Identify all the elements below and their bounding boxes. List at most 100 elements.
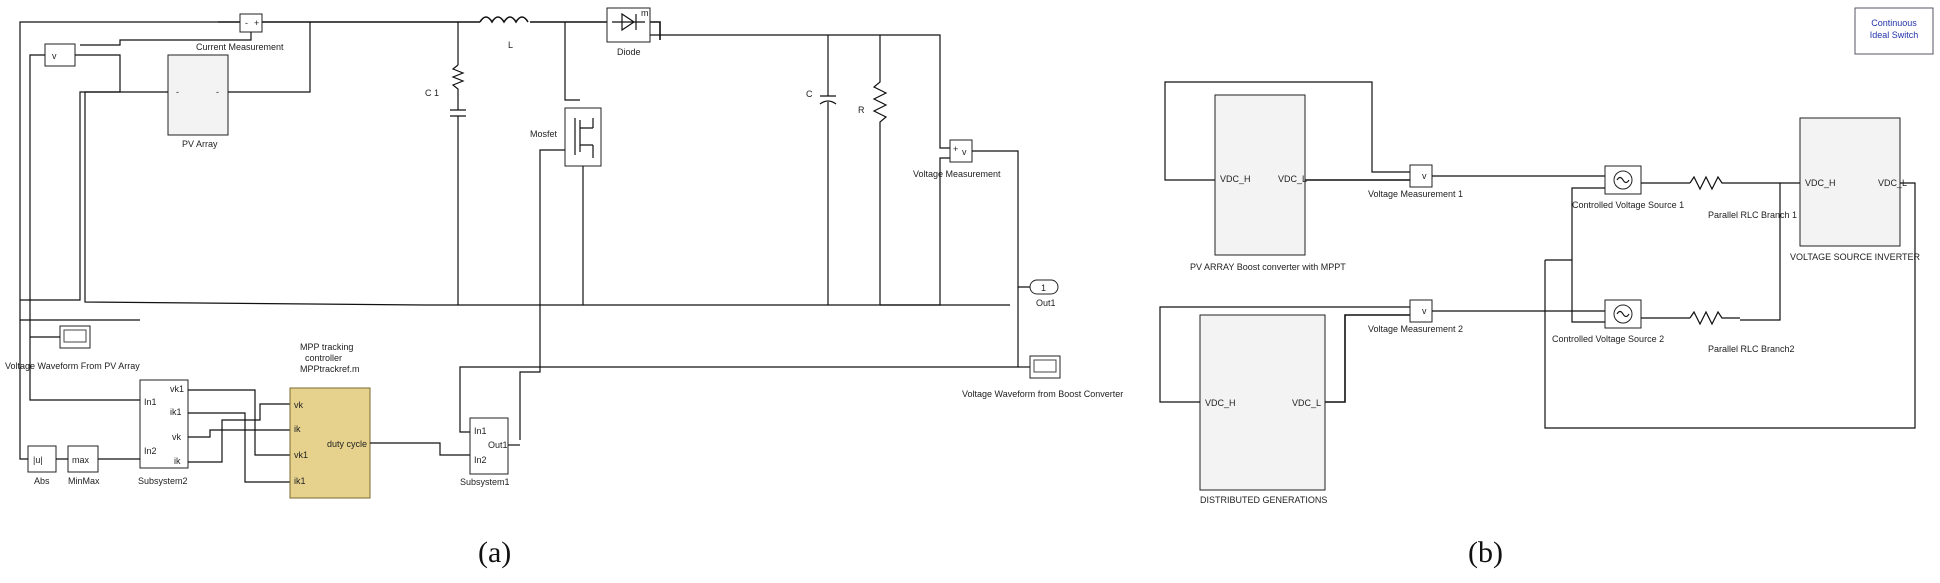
subsystem1-block[interactable]: In1 In2 Out1 [469, 417, 509, 475]
mosfet-block[interactable] [564, 107, 602, 167]
mosfet-label: Mosfet [530, 129, 558, 139]
voltage-measurement-block[interactable]: + v [949, 139, 973, 163]
minmax-label: MinMax [68, 476, 100, 486]
continuous-line2: Ideal Switch [1870, 30, 1919, 40]
rlc-branch-2[interactable] [1689, 310, 1740, 326]
abs-glyph: |u| [33, 455, 43, 465]
mpp-out-wire [370, 442, 470, 456]
inductor-label: L [508, 40, 513, 50]
mpp-controller-block[interactable]: vk ik vk1 ik1 duty cycle [289, 387, 371, 499]
diode-label: Diode [617, 47, 641, 57]
distributed-generations-block[interactable]: VDC_H VDC_L [1199, 314, 1326, 491]
ss1-in2: In2 [474, 455, 487, 465]
ss1-out: Out1 [488, 440, 508, 450]
vm2-v: v [1422, 306, 1427, 316]
vm1-v: v [1422, 171, 1427, 181]
abs-block[interactable]: |u| [27, 445, 57, 473]
vm-plus: + [953, 144, 958, 154]
rlc-branch-1[interactable] [1689, 175, 1740, 191]
cvs2-label: Controlled Voltage Source 2 [1552, 334, 1664, 344]
vm1-label: Voltage Measurement 1 [1368, 189, 1463, 199]
rlc2-label: Parallel RLC Branch2 [1708, 344, 1795, 354]
resistor-symbol[interactable] [872, 35, 888, 305]
minmax-glyph: max [72, 455, 90, 465]
ss2-in2: In2 [144, 446, 157, 456]
ss2-out-vk: vk [172, 432, 182, 442]
pv-minus: - [176, 87, 179, 97]
subsystem1-label: Subsystem1 [460, 477, 510, 487]
pv-array-label: PV Array [182, 139, 218, 149]
capacitor-label: C [806, 89, 813, 99]
top-rail-wire [218, 21, 661, 40]
dg-label: DISTRIBUTED GENERATIONS [1200, 495, 1327, 505]
inductor-symbol[interactable] [479, 16, 529, 24]
controlled-voltage-source-1[interactable] [1604, 165, 1642, 195]
vm2-label: Voltage Measurement 2 [1368, 324, 1463, 334]
cm-plus: + [254, 18, 259, 28]
abs-wires [19, 320, 140, 460]
ss2-out-vk1: vk1 [170, 384, 184, 394]
dg-loop-wire [1159, 306, 1410, 403]
scope-boost-block[interactable] [1029, 355, 1061, 379]
mpp-title: MPP tracking [300, 342, 353, 352]
pv-port-l: VDC_L [1278, 174, 1307, 184]
capacitor-symbol[interactable] [819, 35, 837, 305]
out1-port[interactable]: 1 [1029, 279, 1059, 295]
dg-port-h: VDC_H [1205, 398, 1236, 408]
voltage-measurement-2-block[interactable]: v [1409, 299, 1433, 323]
mpp-in-ik: ik [294, 424, 301, 434]
caption-b: (b) [1468, 536, 1503, 569]
pv-array-block[interactable]: - - [167, 54, 229, 136]
vm-v: v [962, 147, 967, 157]
mosfet-gate-wire [519, 149, 565, 440]
out1-label: Out1 [1036, 298, 1056, 308]
scope-pv-block[interactable] [59, 325, 91, 349]
mpp-in-vk1: vk1 [294, 450, 308, 460]
vsi-port-l: VDC_L [1878, 178, 1907, 188]
cvs1-lower-wire [1545, 187, 1605, 261]
voltage-source-inverter-block[interactable]: VDC_H VDC_L [1799, 117, 1907, 247]
vsi-left-wire [1740, 183, 1781, 321]
vsi-label: VOLTAGE SOURCE INVERTER [1790, 252, 1921, 262]
pv-boost-label: PV ARRAY Boost converter with MPPT [1190, 262, 1346, 272]
scope-boost-label: Voltage Waveform from Boost Converter [962, 389, 1123, 399]
pv-left-wire [84, 91, 1010, 306]
capacitor-1-symbol[interactable] [450, 22, 466, 305]
diode-block[interactable]: m [606, 7, 651, 43]
pv-meas-out-wire [29, 54, 140, 401]
controlled-voltage-source-2[interactable] [1604, 299, 1642, 329]
pvm-v-label: v [52, 51, 57, 61]
voltage-measurement-1-block[interactable]: v [1409, 164, 1433, 188]
panel-a: - + Current Measurement v - - PV Array L [5, 7, 1123, 499]
pv-right-wire [228, 22, 311, 93]
vm-return-wire [880, 157, 950, 306]
mpp-in-vk: vk [294, 400, 304, 410]
current-measurement-block[interactable]: - + [239, 13, 263, 33]
cvs1-label: Controlled Voltage Source 1 [1572, 200, 1684, 210]
ss2-out-ik: ik [174, 456, 181, 466]
vsi-port-h: VDC_H [1805, 178, 1836, 188]
cvs2-lower-wire [1571, 260, 1605, 323]
vm-scope-wire [459, 287, 1019, 433]
subsystem2-block[interactable]: In1 In2 vk1 ik1 vk ik [139, 379, 189, 469]
cm-minus: - [245, 18, 248, 28]
diode-out-wire [650, 34, 950, 149]
mpp-sub2: MPPtrackref.m [300, 364, 360, 374]
rlc1-label: Parallel RLC Branch 1 [1708, 210, 1797, 220]
minmax-block[interactable]: max [67, 445, 99, 473]
mosfet-drain-wire [564, 22, 580, 101]
diode-m: m [641, 8, 649, 18]
resistor-label: R [858, 105, 865, 115]
voltage-measurement-label: Voltage Measurement [913, 169, 1001, 179]
pv-boost-block[interactable]: VDC_H VDC_L [1214, 94, 1307, 256]
mpp-out-duty: duty cycle [327, 439, 367, 449]
dg-out-wire [1325, 314, 1410, 403]
pv-voltage-measurement-block[interactable]: v [44, 43, 76, 67]
pv-plus: - [216, 87, 219, 97]
ss2-in1: In1 [144, 397, 157, 407]
continuous-powergui-block[interactable]: Continuous Ideal Switch [1854, 7, 1934, 55]
mpp-sub1: controller [305, 353, 342, 363]
cm-out-wire [80, 32, 252, 46]
continuous-line1: Continuous [1871, 18, 1917, 28]
